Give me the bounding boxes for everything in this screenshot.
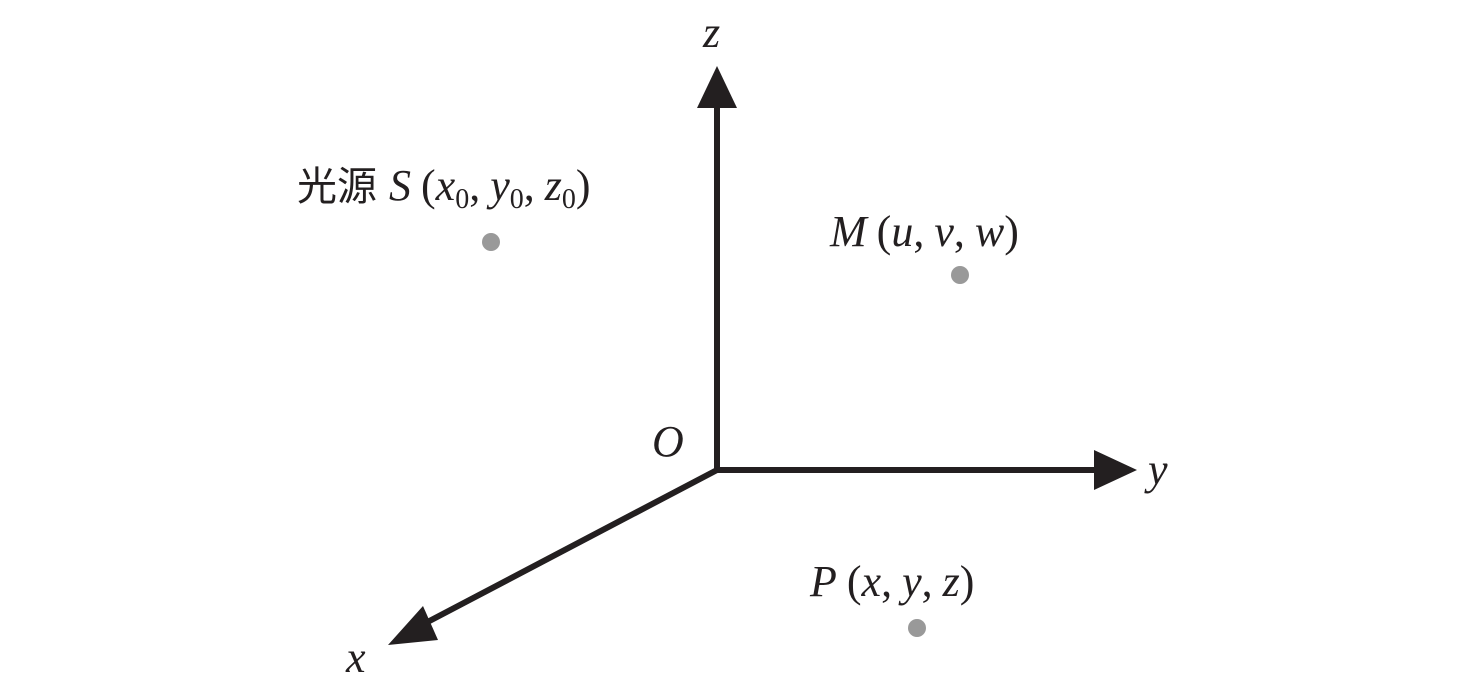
- source-close-paren: ): [576, 161, 591, 210]
- x-axis-label: x: [345, 633, 366, 682]
- p-point-dot: [908, 619, 926, 637]
- m-sep-2: ,: [954, 207, 965, 256]
- source-coord-x: x: [435, 161, 456, 210]
- source-coord-z: z: [544, 161, 562, 210]
- p-point-label: P(x,y,z): [809, 557, 974, 606]
- source-coord-y: y: [486, 161, 510, 210]
- m-coord-w: w: [975, 207, 1005, 256]
- source-sep-2: ,: [524, 161, 535, 210]
- m-point-dot: [951, 266, 969, 284]
- p-close-paren: ): [960, 557, 975, 606]
- source-sep-1: ,: [469, 161, 480, 210]
- source-coord-x-sub: 0: [455, 184, 469, 215]
- source-coord-y-sub: 0: [510, 184, 524, 215]
- source-symbol: S: [389, 161, 411, 210]
- source-open-paren: (: [421, 161, 436, 210]
- origin-label: O: [652, 417, 684, 466]
- m-symbol: M: [829, 207, 869, 256]
- m-open-paren: (: [877, 207, 892, 256]
- m-close-paren: ): [1004, 207, 1019, 256]
- m-coord-v: v: [934, 207, 954, 256]
- source-name: 光源: [297, 164, 377, 210]
- y-axis: [714, 450, 1137, 490]
- p-coord-x: x: [861, 557, 882, 606]
- p-sep-1: ,: [881, 557, 892, 606]
- p-sep-2: ,: [922, 557, 933, 606]
- p-coord-y: y: [898, 557, 922, 606]
- source-coord-z-sub: 0: [562, 184, 576, 215]
- x-axis: [388, 467, 719, 645]
- p-coord-z: z: [942, 557, 960, 606]
- x-axis-line: [416, 467, 719, 630]
- x-axis-arrowhead: [388, 606, 438, 645]
- z-axis-label: z: [702, 8, 720, 57]
- source-point-dot: [482, 233, 500, 251]
- m-sep-1: ,: [913, 207, 924, 256]
- y-axis-label: y: [1144, 445, 1168, 494]
- y-axis-arrowhead: [1094, 450, 1137, 490]
- z-axis: [697, 66, 737, 470]
- m-coord-u: u: [891, 207, 913, 256]
- p-open-paren: (: [847, 557, 862, 606]
- m-point-label: M(u,v,w): [829, 207, 1019, 256]
- z-axis-arrowhead: [697, 66, 737, 108]
- p-symbol: P: [809, 557, 837, 606]
